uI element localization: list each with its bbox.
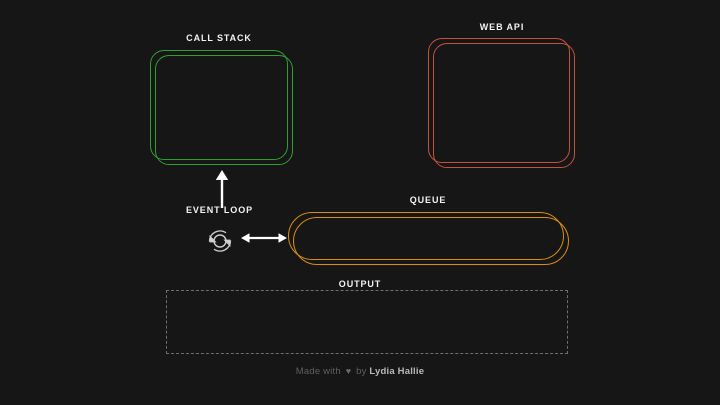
- call-stack-label: CALL STACK: [186, 33, 252, 43]
- footer-by: by: [356, 366, 367, 377]
- web-api-outline-inner: [428, 38, 570, 163]
- footer-credit: Made with ♥ by Lydia Hallie: [0, 366, 720, 377]
- call-stack-container[interactable]: [150, 50, 293, 165]
- heart-icon: ♥: [345, 366, 352, 376]
- footer-author: Lydia Hallie: [369, 366, 425, 377]
- queue-label: QUEUE: [409, 195, 447, 205]
- call-stack-outline-inner: [150, 50, 288, 160]
- arrow-up-icon: [210, 168, 234, 208]
- call-stack-outline-outer: [155, 55, 293, 165]
- output-label: OUTPUT: [338, 279, 382, 289]
- web-api-outline-outer: [433, 43, 575, 168]
- web-api-label: WEB API: [479, 22, 525, 32]
- refresh-cycle-icon[interactable]: [200, 221, 240, 261]
- arrow-left-right-icon: [240, 230, 288, 246]
- footer-made-with: Made with: [295, 366, 341, 377]
- web-api-container[interactable]: [428, 38, 575, 168]
- event-loop-label: EVENT LOOP: [186, 205, 254, 215]
- queue-outline-inner: [288, 212, 564, 260]
- output-container[interactable]: [166, 290, 568, 354]
- queue-container[interactable]: [288, 212, 569, 265]
